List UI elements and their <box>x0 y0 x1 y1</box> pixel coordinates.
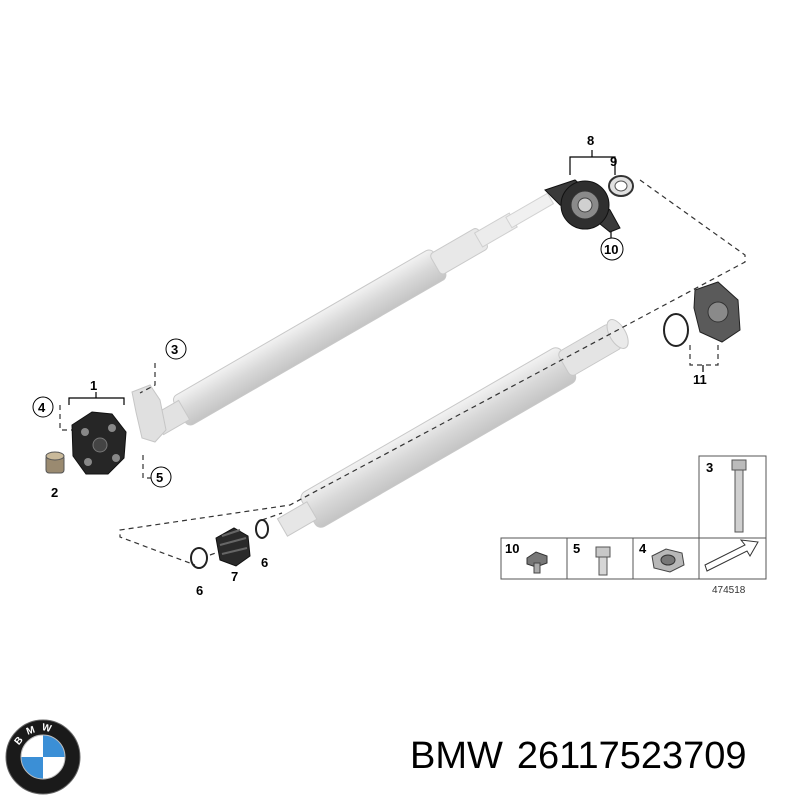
reference-number: 474518 <box>712 585 746 596</box>
brand-name: BMW <box>410 735 503 777</box>
part-caption: BMW 26117523709 <box>410 735 761 778</box>
callout-9: 9 <box>610 154 617 169</box>
callout-11: 11 <box>693 372 707 387</box>
rear-flange-part <box>663 281 741 347</box>
callout-2: 2 <box>51 485 58 500</box>
centering-sleeve-part <box>45 451 65 474</box>
callout-lines <box>68 150 704 405</box>
hardware-table: 3 10 5 4 474518 <box>500 455 767 596</box>
table-cell-3: 3 <box>706 460 713 475</box>
protective-cap-part <box>215 527 251 567</box>
hex-nut-icon <box>651 548 685 573</box>
flex-disc-part <box>71 411 127 475</box>
callout-7: 7 <box>231 569 238 584</box>
center-bearing-part <box>544 179 621 233</box>
bmw-logo-icon: BMW <box>5 719 81 795</box>
callout-8: 8 <box>587 133 594 148</box>
part-number: 26117523709 <box>516 735 747 777</box>
callout-4: 4 <box>38 400 46 415</box>
callout-6-right: 6 <box>261 555 268 570</box>
table-cell-10: 10 <box>505 541 519 556</box>
seal-ring-left <box>190 547 208 569</box>
callout-1: 1 <box>90 378 97 393</box>
rear-propeller-shaft <box>276 319 629 537</box>
seal-ring-right <box>255 519 269 539</box>
hex-bolt-icon <box>595 546 611 576</box>
bearing-ring-part <box>608 175 634 197</box>
flange-bolt-icon <box>526 551 548 574</box>
leader-lines <box>59 179 746 566</box>
table-cell-5: 5 <box>573 541 580 556</box>
arrow-icon <box>704 539 759 572</box>
callout-5: 5 <box>156 470 163 485</box>
callout-3: 3 <box>171 342 178 357</box>
callout-6-left: 6 <box>196 583 203 598</box>
front-propeller-shaft <box>131 192 555 443</box>
long-bolt-icon <box>731 459 747 533</box>
callout-10: 10 <box>604 242 618 257</box>
table-cell-4: 4 <box>639 541 647 556</box>
